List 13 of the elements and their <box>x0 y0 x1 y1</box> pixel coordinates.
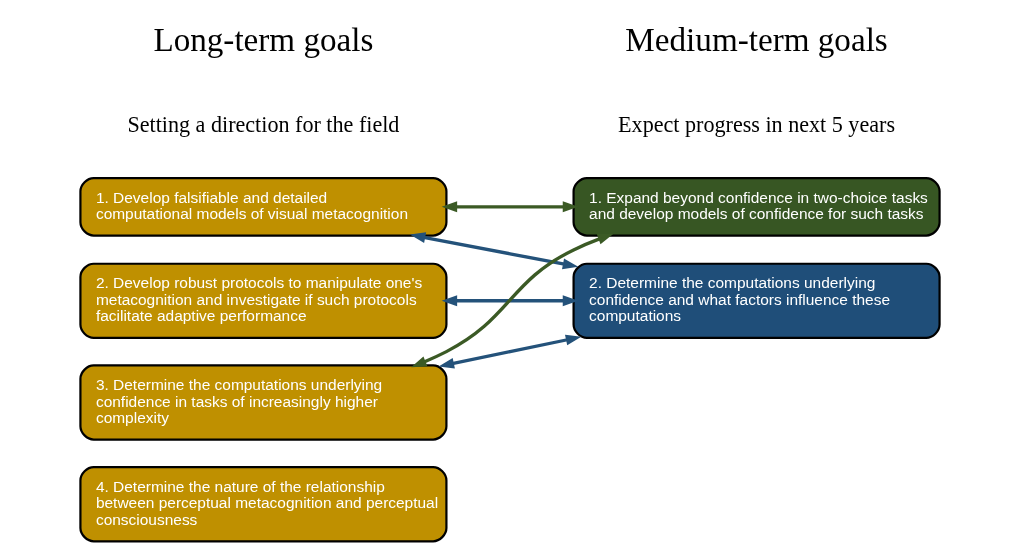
label: Medium-term goals <box>625 21 888 59</box>
arrow <box>409 232 579 270</box>
label: Setting a direction for the field <box>127 111 400 137</box>
arrow <box>411 233 614 368</box>
node-box: 2. Determine the computations underlying confidence and what factors influence these computations <box>572 262 941 339</box>
label: Expect progress in next 5 years <box>618 111 896 137</box>
node-box: 1. Develop falsifiable and detailed computational models of visual metacognition <box>79 176 448 237</box>
node-box: 3. Determine the computations underlying confidence in tasks of increasingly higher complexity <box>79 364 448 441</box>
arrow <box>438 334 582 369</box>
node-box: 1. Expand beyond confidence in two-choice tasks and develop models of confidence for such tasks <box>572 176 941 237</box>
label: Long-term goals <box>153 21 374 59</box>
node-box: 4. Determine the nature of the relationship between perceptual metacognition and perceptual consciousness <box>79 466 448 543</box>
node-box: 2. Develop robust protocols to manipulate one's metacognition and investigate if such protocols facilitate adaptive performance <box>79 262 448 339</box>
